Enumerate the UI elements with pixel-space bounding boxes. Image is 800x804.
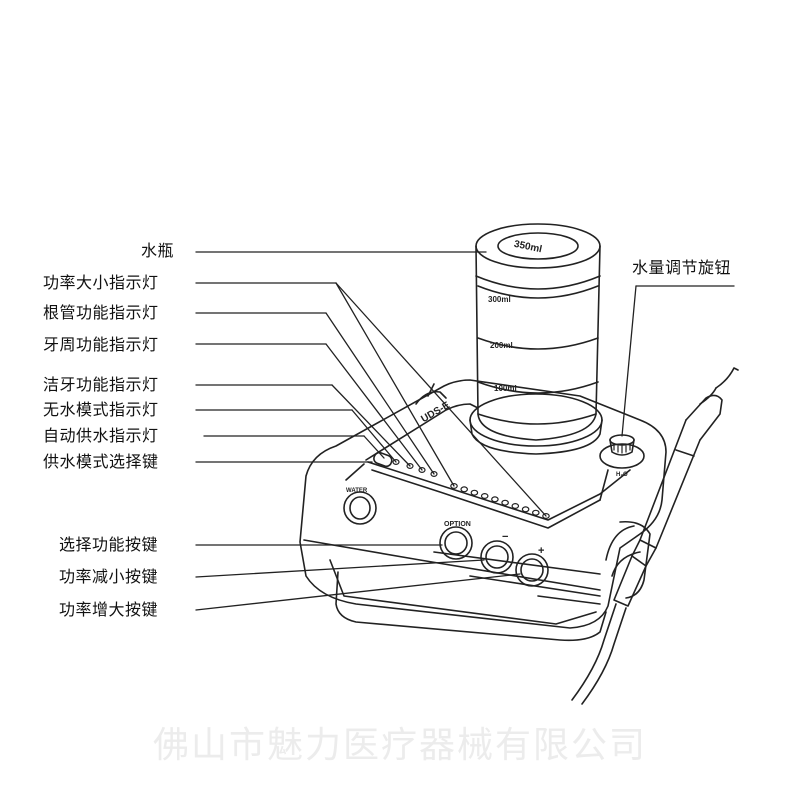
power-led bbox=[450, 483, 458, 490]
label-perio-indicator: 牙周功能指示灯 bbox=[43, 335, 159, 354]
power-led bbox=[470, 489, 479, 496]
power-led bbox=[480, 493, 489, 500]
water-bottle bbox=[469, 223, 603, 455]
power-led bbox=[542, 512, 550, 519]
scale-200-text: 200ml bbox=[490, 341, 513, 350]
indicator-leds bbox=[392, 459, 550, 519]
water-button-text: WATER bbox=[346, 488, 368, 494]
mode-led bbox=[406, 463, 414, 470]
label-no-water-indicator: 无水模式指示灯 bbox=[43, 400, 159, 419]
handpiece bbox=[571, 367, 739, 705]
label-scaling-indicator: 洁牙功能指示灯 bbox=[43, 375, 159, 394]
label-power-up-key: 功率增大按键 bbox=[59, 600, 159, 619]
company-watermark: 佛山市魅力医疗器械有限公司 bbox=[152, 725, 647, 766]
label-power-down-key: 功率减小按键 bbox=[59, 567, 159, 586]
mode-led bbox=[430, 471, 438, 478]
mode-led bbox=[418, 467, 426, 474]
power-led bbox=[511, 503, 520, 510]
label-water-mode-key: 供水模式选择键 bbox=[43, 452, 159, 471]
label-water-knob: 水量调节旋钮 bbox=[632, 258, 732, 277]
mode-led bbox=[392, 459, 400, 466]
label-auto-water-indicator: 自动供水指示灯 bbox=[43, 426, 159, 445]
power-led bbox=[531, 509, 540, 516]
scale-300-text: 300ml bbox=[488, 295, 511, 304]
option-button-text: OPTION bbox=[444, 521, 471, 528]
power-led bbox=[521, 506, 530, 513]
label-option-key: 选择功能按键 bbox=[59, 535, 159, 554]
leader-lines bbox=[195, 251, 735, 611]
label-bottle: 水瓶 bbox=[141, 241, 175, 260]
water-knob-graphic bbox=[599, 434, 645, 469]
device-body bbox=[299, 379, 667, 642]
power-led bbox=[501, 499, 509, 506]
minus-sign-text: − bbox=[502, 531, 508, 543]
label-power-level-indicator: 功率大小指示灯 bbox=[43, 273, 159, 292]
label-endo-indicator: 根管功能指示灯 bbox=[43, 303, 159, 322]
bottle-capacity-text: 350ml bbox=[513, 239, 543, 256]
front-buttons bbox=[343, 451, 549, 587]
power-led bbox=[491, 496, 499, 503]
scale-100-text: 100ml bbox=[494, 384, 517, 393]
plus-sign-text: + bbox=[538, 545, 544, 557]
knob-label-text: H₂O bbox=[616, 472, 628, 478]
power-led bbox=[460, 486, 469, 493]
model-text: UDS-E bbox=[419, 400, 452, 425]
